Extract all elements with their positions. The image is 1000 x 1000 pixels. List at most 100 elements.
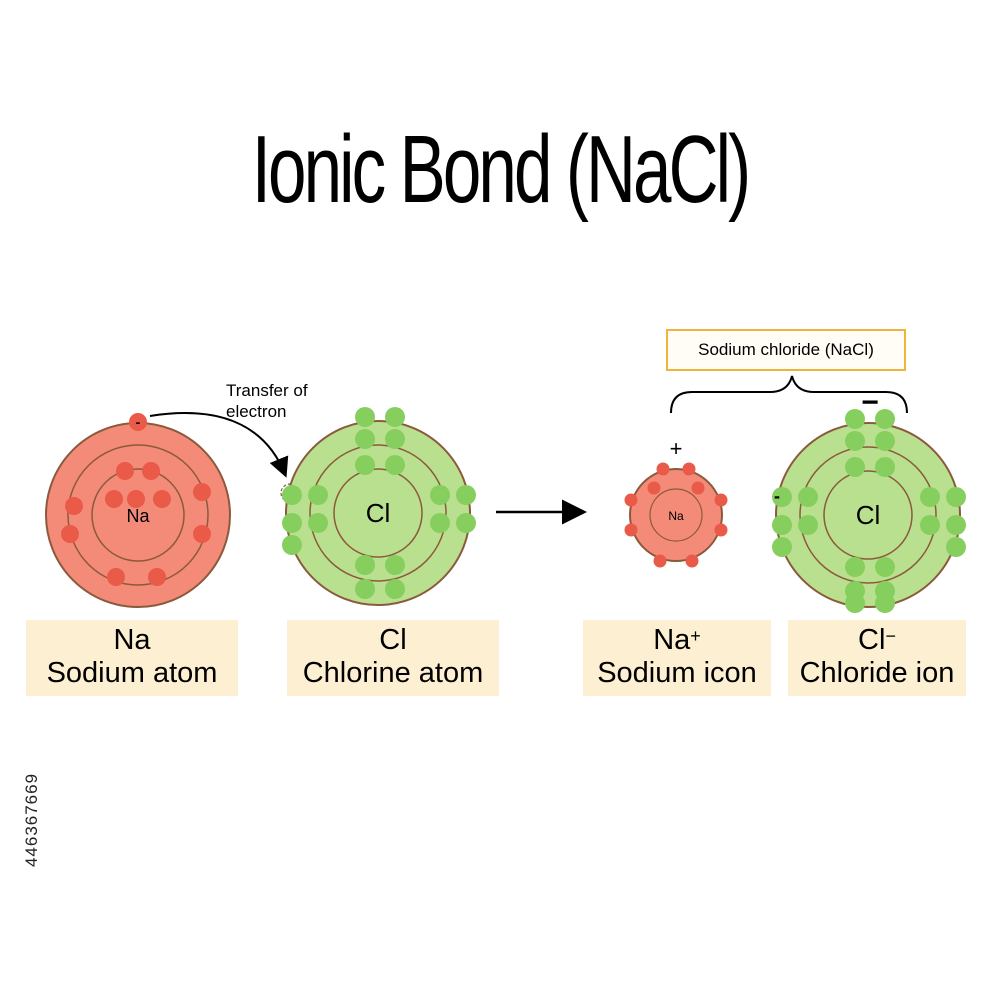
- electron: [946, 487, 966, 507]
- compound-label: Sodium chloride (NaCl): [666, 329, 906, 371]
- electron: [385, 579, 405, 599]
- electron: [282, 485, 302, 505]
- electron: [193, 525, 211, 543]
- chloride-ion-symbol: Cl: [858, 624, 886, 656]
- electron: [61, 525, 79, 543]
- electron: [875, 431, 895, 451]
- chlorine-atom-electrons: [282, 407, 476, 599]
- electron: [107, 568, 125, 586]
- electron: [920, 487, 940, 507]
- electron: [385, 429, 405, 449]
- electron: [65, 497, 83, 515]
- chloride-ion-nucleus: Cl: [856, 500, 881, 530]
- electron: [153, 490, 171, 508]
- electron: [430, 513, 450, 533]
- transfer-label-line2: electron: [226, 402, 287, 421]
- electron: [624, 523, 638, 537]
- compound-brace: [670, 375, 908, 414]
- diagram-title: Ionic Bond (NaCl): [251, 116, 751, 223]
- transfer-label: Transfer of electron: [226, 380, 308, 422]
- sodium-ion-charge: +: [670, 436, 683, 461]
- chloride-ion-superscript: −: [885, 626, 896, 646]
- transfer-label-line1: Transfer of: [226, 381, 308, 400]
- electron: [714, 493, 728, 507]
- sodium-ion-label: Na+ Sodium icon: [583, 620, 771, 696]
- electron: [656, 462, 670, 476]
- electron: [946, 537, 966, 557]
- sodium-ion-electrons: [624, 462, 728, 568]
- chlorine-atom-symbol: Cl: [379, 624, 407, 656]
- electron: [647, 481, 661, 495]
- electron: [282, 535, 302, 555]
- electron: [308, 513, 328, 533]
- sodium-atom-nucleus: Na: [126, 506, 150, 526]
- extra-electron-sign: -: [774, 486, 780, 506]
- electron: [875, 557, 895, 577]
- electron: [193, 483, 211, 501]
- electron: [127, 490, 145, 508]
- electron: [845, 593, 865, 613]
- sodium-atom-name: Sodium atom: [46, 657, 218, 689]
- electron: [653, 554, 667, 568]
- electron: [355, 555, 375, 575]
- chlorine-atom-label: Cl Chlorine atom: [287, 620, 499, 696]
- electron: [946, 515, 966, 535]
- sodium-ion-nucleus: Na: [668, 509, 684, 523]
- electron: [714, 523, 728, 537]
- sodium-atom: Na: [45, 422, 231, 608]
- electron: [456, 485, 476, 505]
- electron: [682, 462, 696, 476]
- chlorine-atom-name: Chlorine atom: [302, 657, 484, 689]
- electron: [798, 515, 818, 535]
- electron: [282, 513, 302, 533]
- sodium-ion-superscript: +: [690, 626, 701, 646]
- electron: [691, 481, 705, 495]
- sodium-ion: Na +: [624, 436, 728, 568]
- electron: [385, 455, 405, 475]
- electron: [875, 593, 895, 613]
- electron: [772, 515, 792, 535]
- electron: [142, 462, 160, 480]
- chlorine-atom: Cl: [282, 407, 476, 606]
- electron: [148, 568, 166, 586]
- transferred-electron: -: [129, 413, 147, 431]
- chloride-ion-symbol-line: Cl−: [788, 620, 966, 657]
- stock-id-watermark: 446367669: [22, 772, 41, 868]
- chloride-ion-name: Chloride ion: [799, 657, 955, 689]
- electron: [875, 457, 895, 477]
- chloride-ion: Cl − -: [772, 386, 966, 613]
- electron: [845, 557, 865, 577]
- sodium-ion-symbol: Na: [653, 624, 691, 656]
- electron: [772, 537, 792, 557]
- electron: [385, 555, 405, 575]
- electron: [845, 431, 865, 451]
- electron: [355, 429, 375, 449]
- chloride-ion-label: Cl− Chloride ion: [788, 620, 966, 696]
- electron-negative-sign: -: [136, 414, 141, 430]
- electron: [355, 407, 375, 427]
- electron: [105, 490, 123, 508]
- electron: [308, 485, 328, 505]
- electron: [430, 485, 450, 505]
- electron: [355, 579, 375, 599]
- chloride-ion-charge: −: [861, 386, 879, 419]
- sodium-atom-symbol: Na: [113, 624, 151, 656]
- electron: [685, 554, 699, 568]
- sodium-atom-electrons: [61, 462, 211, 586]
- electron: [355, 455, 375, 475]
- electron: [845, 457, 865, 477]
- chlorine-atom-nucleus: Cl: [366, 498, 391, 528]
- electron: [798, 487, 818, 507]
- transfer-arrow: [149, 412, 289, 478]
- sodium-ion-name: Sodium icon: [597, 657, 757, 689]
- electron: [456, 513, 476, 533]
- electron: [116, 462, 134, 480]
- electron: [385, 407, 405, 427]
- electron: [772, 487, 792, 507]
- electron: [875, 409, 895, 429]
- electron: [624, 493, 638, 507]
- electron: [920, 515, 940, 535]
- sodium-ion-symbol-line: Na+: [583, 620, 771, 657]
- sodium-atom-label: Na Sodium atom: [26, 620, 238, 696]
